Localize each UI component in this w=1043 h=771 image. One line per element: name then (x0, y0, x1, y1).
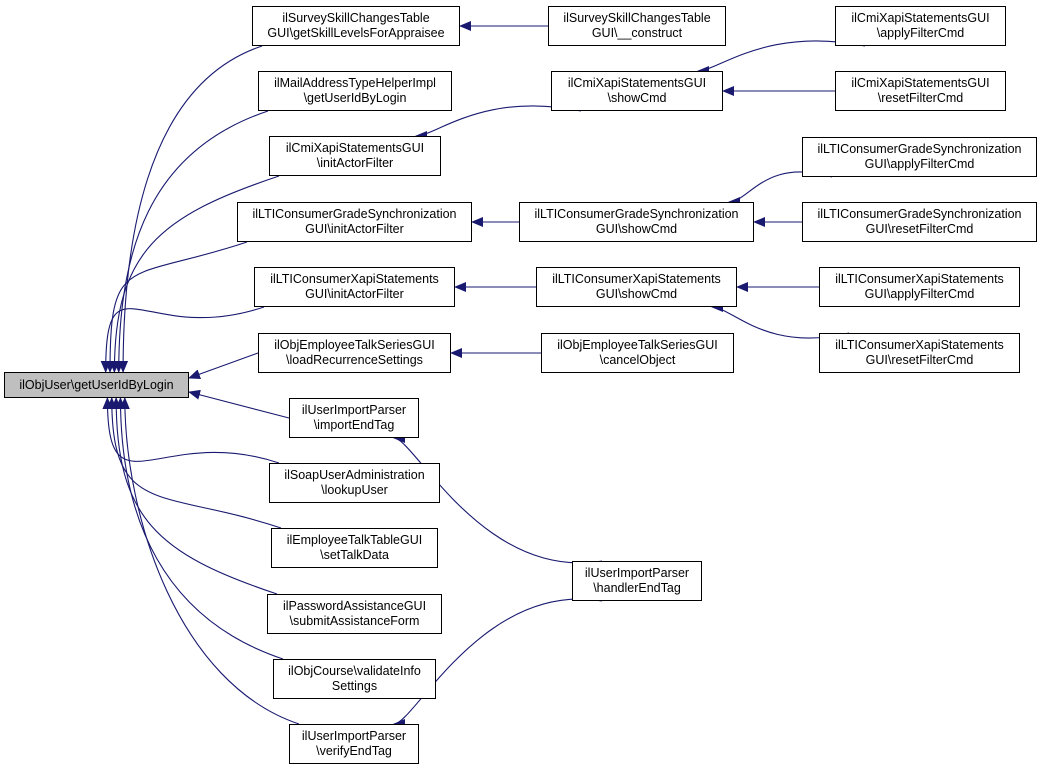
caller-node-uip-handlerend[interactable]: ilUserImportParser\handlerEndTag (572, 561, 702, 601)
node-label-line: \getUserIdByLogin (303, 91, 407, 105)
node-label-line: Settings (331, 679, 378, 693)
node-label-line: ilCmiXapiStatementsGUI (851, 11, 990, 25)
edge-lticgs-initactor-to-root (105, 241, 248, 373)
node-label-line: ilUserImportParser (301, 729, 407, 743)
node-label-line: \verifyEndTag (316, 744, 392, 758)
caller-node-empseries-loadrec[interactable]: ilObjEmployeeTalkSeriesGUI\loadRecurrenc… (258, 333, 451, 373)
caller-node-cmi-reset[interactable]: ilCmiXapiStatementsGUI\resetFilterCmd (835, 71, 1006, 111)
node-label-line: ilObjUser\getUserIdByLogin (19, 377, 174, 392)
node-label-line: \submitAssistanceForm (289, 614, 420, 628)
node-label-line: \setTalkData (320, 548, 389, 562)
node-label-line: ilUserImportParser (584, 566, 690, 580)
node-label-line: ilLTIConsumerXapiStatements (270, 272, 439, 286)
node-label-line: ilLTIConsumerXapiStatements (552, 272, 721, 286)
caller-node-uip-importend[interactable]: ilUserImportParser\importEndTag (289, 398, 419, 438)
edge-uip-handlerend-to-uip-verifyend (393, 598, 603, 729)
node-label-line: ilObjEmployeeTalkSeriesGUI (274, 338, 435, 352)
node-label-line: ilObjCourse\validateInfo (288, 664, 421, 678)
edge-empseries-loadrec-to-root (188, 352, 259, 379)
edge-cmi-showcmd-to-cmi-initactor (415, 105, 582, 141)
node-label-line: \initActorFilter (316, 156, 394, 170)
node-label-line: ilLTIConsumerGradeSynchronization (252, 207, 457, 221)
node-label-line: \cancelObject (599, 353, 676, 367)
node-label-line: ilPasswordAssistanceGUI (282, 599, 427, 613)
node-label-line: GUI\resetFilterCmd (865, 353, 974, 367)
node-label-line: ilCmiXapiStatementsGUI (567, 76, 707, 90)
node-label-line: \lookupUser (321, 483, 388, 497)
node-label-line: ilLTIConsumerGradeSynchronization (817, 207, 1022, 221)
node-label-line: GUI\resetFilterCmd (865, 222, 974, 236)
node-label-line: ilUserImportParser (301, 403, 407, 417)
node-label-line: GUI\initActorFilter (305, 287, 404, 301)
node-label-line: ilLTIConsumerGradeSynchronization (817, 142, 1022, 156)
caller-node-mail-getuserid[interactable]: ilMailAddressTypeHelperImpl\getUserIdByL… (258, 71, 452, 111)
edge-mail-getuserid-to-root (113, 110, 269, 373)
node-label-line: ilEmployeeTalkTableGUI (286, 533, 423, 547)
node-label-line: GUI\applyFilterCmd (864, 157, 975, 171)
node-label-line: \resetFilterCmd (877, 91, 964, 105)
node-label-line: GUI\showCmd (595, 287, 678, 301)
node-label-line: ilSurveySkillChangesTable (282, 11, 430, 25)
node-label-line: \loadRecurrenceSettings (286, 353, 423, 367)
caller-node-uip-verifyend[interactable]: ilUserImportParser\verifyEndTag (289, 724, 419, 764)
edge-uip-handlerend-to-uip-importend (393, 433, 603, 564)
edge-soap-lookup-to-root (102, 397, 280, 464)
node-label-line: ilLTIConsumerGradeSynchronization (534, 207, 739, 221)
edge-uip-importend-to-root (188, 389, 290, 419)
edge-course-validate-to-root (115, 397, 284, 660)
node-label-line: ilCmiXapiStatementsGUI (851, 76, 990, 90)
node-label-line: \handlerEndTag (593, 581, 681, 595)
node-label-line: \showCmd (607, 91, 667, 105)
node-label-line: \importEndTag (313, 418, 395, 432)
node-label-line: GUI\__construct (591, 26, 683, 40)
edge-emptable-settalk-to-root (106, 397, 282, 529)
node-label-line: ilCmiXapiStatementsGUI (285, 141, 425, 155)
edge-cmi-apply-to-cmi-showcmd (697, 40, 866, 76)
node-label-line: ilObjEmployeeTalkSeriesGUI (557, 338, 718, 352)
caller-node-empseries-cancel[interactable]: ilObjEmployeeTalkSeriesGUI\cancelObject (541, 333, 734, 373)
caller-node-cmi-initactor[interactable]: ilCmiXapiStatementsGUI\initActorFilter (269, 136, 441, 176)
edge-survey-getskill-to-root (118, 45, 263, 373)
caller-node-cmi-apply[interactable]: ilCmiXapiStatementsGUI\applyFilterCmd (835, 6, 1006, 46)
node-label-line: ilLTIConsumerXapiStatements (835, 272, 1004, 286)
edge-uip-verifyend-to-root (119, 397, 300, 725)
edge-pwd-submit-to-root (111, 397, 278, 595)
caller-node-emptable-settalk[interactable]: ilEmployeeTalkTableGUI\setTalkData (271, 528, 438, 568)
edge-ltixapi-initactor-to-root (100, 306, 265, 373)
caller-node-cmi-showcmd[interactable]: ilCmiXapiStatementsGUI\showCmd (551, 71, 723, 111)
node-label-line: \applyFilterCmd (876, 26, 965, 40)
node-label-line: GUI\getSkillLevelsForAppraisee (267, 26, 445, 40)
node-label-line: ilSoapUserAdministration (284, 468, 425, 482)
node-label-line: GUI\initActorFilter (305, 222, 404, 236)
node-label-line: GUI\showCmd (595, 222, 678, 236)
edge-cmi-initactor-to-root (109, 175, 280, 373)
node-label-line: ilSurveySkillChangesTable (563, 11, 711, 25)
node-label-line: ilMailAddressTypeHelperImpl (274, 76, 436, 90)
caller-node-pwd-submit[interactable]: ilPasswordAssistanceGUI\submitAssistance… (267, 594, 442, 634)
caller-node-soap-lookup[interactable]: ilSoapUserAdministration\lookupUser (269, 463, 440, 503)
node-label-line: GUI\applyFilterCmd (864, 287, 975, 301)
root-node[interactable]: ilObjUser\getUserIdByLogin (4, 372, 189, 398)
node-label-line: ilLTIConsumerXapiStatements (835, 338, 1004, 352)
